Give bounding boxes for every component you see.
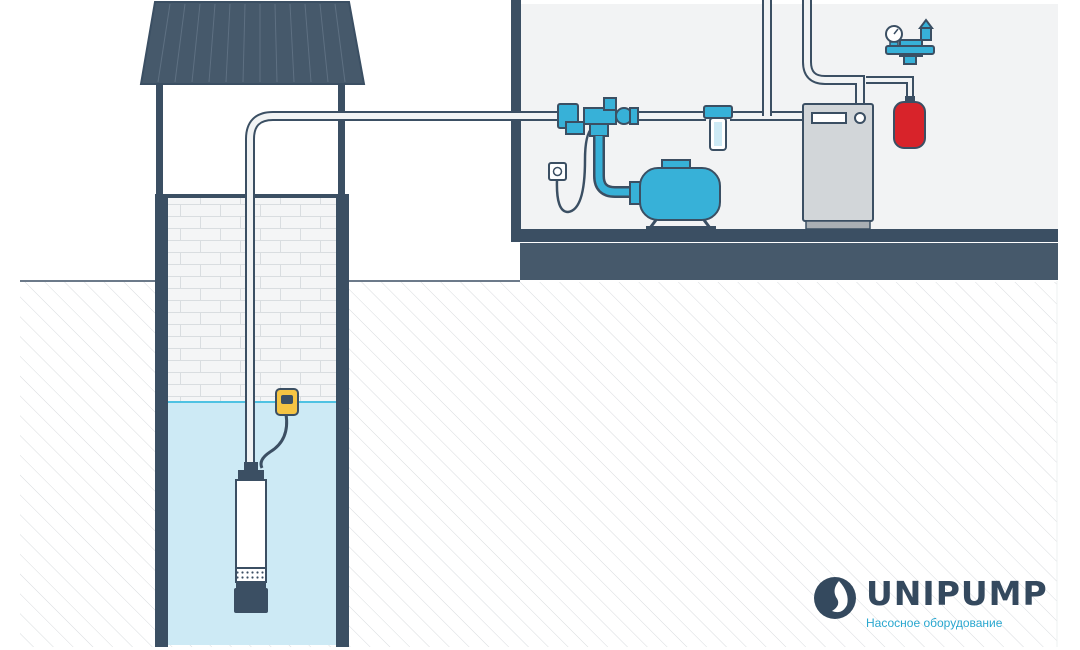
accumulator-hose: [593, 136, 634, 198]
brand-name: UNIPUMP: [866, 574, 1048, 613]
water-filter-icon: [703, 105, 733, 151]
power-socket-icon: [548, 124, 597, 214]
submersible-pump-icon: [234, 462, 268, 613]
safety-group-icon: [885, 18, 935, 65]
float-switch-icon: [259, 388, 299, 469]
main-pipe: [245, 111, 802, 466]
house-pipes: [762, 0, 914, 116]
boiler-icon: [802, 103, 874, 230]
unipump-logo: UNIPUMP Насосное оборудование: [812, 572, 1052, 634]
expansion-tank-icon: [893, 96, 926, 149]
hydraulic-accumulator-icon: [629, 159, 721, 230]
well-roof-icon: [139, 0, 366, 196]
water-drop-icon: [814, 577, 856, 619]
brand-tagline: Насосное оборудование: [866, 616, 1003, 630]
pressure-switch-group: [557, 97, 639, 137]
